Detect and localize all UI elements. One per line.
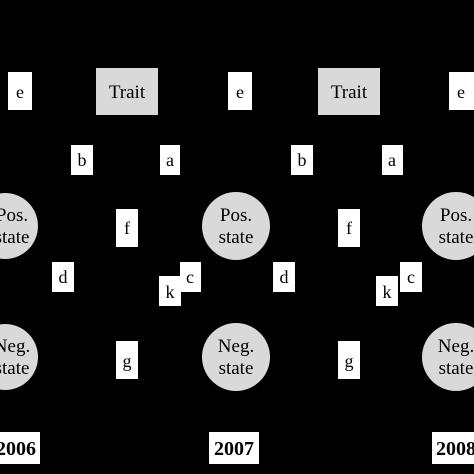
svg-text:e: e: [457, 82, 465, 102]
year-label-2007: 2007: [209, 432, 259, 464]
svg-text:Pos.: Pos.: [0, 205, 28, 226]
svg-text:c: c: [186, 267, 194, 287]
year-label-2008: 2008: [432, 432, 474, 464]
svg-text:e: e: [236, 82, 244, 102]
svg-text:c: c: [407, 267, 415, 287]
svg-text:b: b: [298, 150, 307, 170]
path-label-d: d: [273, 262, 295, 292]
svg-text:Neg.: Neg.: [218, 336, 254, 357]
svg-text:state: state: [0, 227, 29, 248]
svg-text:2007: 2007: [214, 438, 254, 460]
svg-text:g: g: [345, 351, 354, 371]
year-label-2006: 2006: [0, 432, 40, 464]
svg-text:f: f: [124, 218, 130, 238]
path-label-c: c: [400, 262, 422, 292]
positive-state-node-2006: Pos. state: [0, 193, 38, 259]
svg-text:state: state: [219, 358, 254, 379]
path-label-g: g: [116, 341, 138, 379]
negative-state-node-2008: Neg. state: [422, 323, 474, 391]
path-label-k: k: [376, 276, 398, 306]
trait-node-2008: Trait: [318, 68, 380, 115]
path-label-b: b: [71, 145, 93, 175]
svg-text:g: g: [123, 351, 132, 371]
svg-text:k: k: [166, 282, 175, 302]
svg-text:state: state: [439, 227, 474, 248]
path-label-k: k: [159, 276, 181, 306]
negative-state-node-2007: Neg. state: [202, 323, 270, 391]
svg-text:Neg.: Neg.: [0, 336, 30, 357]
svg-text:a: a: [388, 150, 396, 170]
svg-text:state: state: [439, 358, 474, 379]
path-label-a: a: [382, 145, 403, 175]
path-label-a: a: [160, 145, 180, 175]
svg-text:k: k: [383, 282, 392, 302]
svg-text:d: d: [280, 267, 289, 287]
svg-text:2008: 2008: [436, 438, 474, 460]
path-label-e: e: [228, 72, 252, 110]
svg-text:state: state: [0, 358, 29, 379]
svg-text:a: a: [166, 150, 174, 170]
svg-text:Pos.: Pos.: [220, 205, 252, 226]
svg-text:e: e: [16, 82, 24, 102]
path-label-e: e: [8, 72, 32, 110]
path-label-f: f: [116, 209, 138, 247]
svg-text:Neg.: Neg.: [438, 336, 474, 357]
positive-state-node-2008: Pos. state: [422, 192, 474, 260]
svg-text:f: f: [346, 218, 352, 238]
path-label-b: b: [291, 145, 313, 175]
svg-text:2006: 2006: [0, 438, 36, 460]
svg-text:Pos.: Pos.: [440, 205, 472, 226]
svg-text:b: b: [78, 150, 87, 170]
trait-label: Trait: [109, 82, 146, 103]
positive-state-node-2007: Pos. state: [202, 192, 270, 260]
svg-text:d: d: [59, 267, 68, 287]
trait-label: Trait: [331, 82, 368, 103]
negative-state-node-2006: Neg. state: [0, 324, 38, 390]
path-label-e: e: [449, 72, 474, 110]
trait-node-2007: Trait: [96, 68, 158, 115]
path-label-g: g: [338, 341, 360, 379]
path-label-d: d: [52, 262, 74, 292]
path-label-f: f: [338, 209, 360, 247]
svg-text:state: state: [219, 227, 254, 248]
path-label-c: c: [180, 262, 201, 292]
